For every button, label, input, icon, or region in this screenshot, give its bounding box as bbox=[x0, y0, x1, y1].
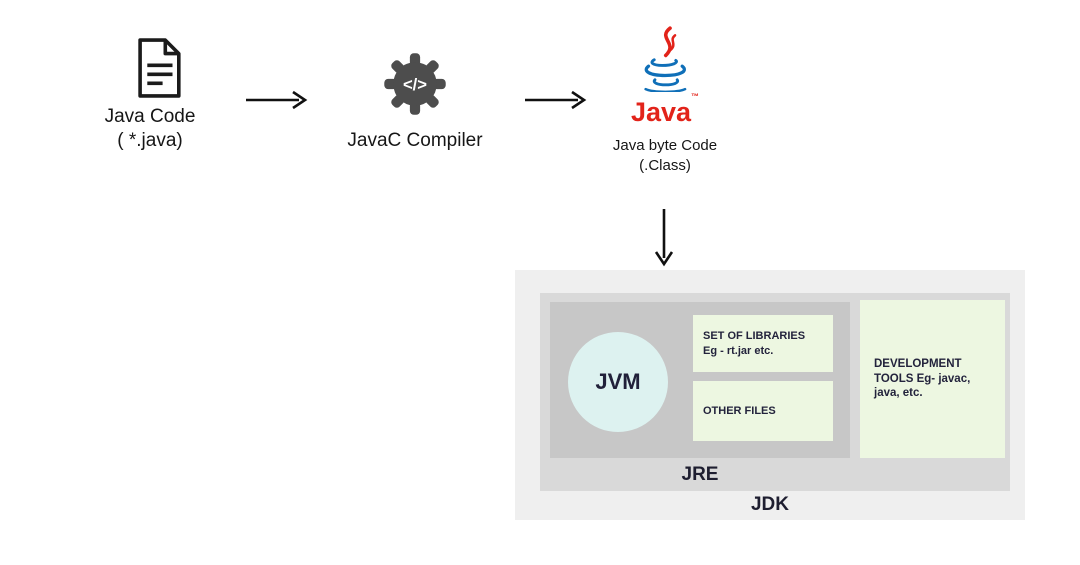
jre-label: JRE bbox=[681, 464, 719, 485]
jvm-circle: JVM bbox=[568, 332, 668, 432]
other-files-label: OTHER FILES bbox=[703, 404, 776, 417]
bytecode-extension: (.Class) bbox=[639, 156, 691, 174]
jvm-panel: JVM SET OF LIBRARIES Eg - rt.jar etc. OT… bbox=[550, 302, 850, 458]
development-tools-label: DEVELOPMENT TOOLS Eg- javac, java, etc. bbox=[874, 357, 971, 400]
document-icon bbox=[132, 36, 186, 105]
compiler-label: JavaC Compiler bbox=[347, 130, 483, 151]
development-tools-box: DEVELOPMENT TOOLS Eg- javac, java, etc. bbox=[860, 300, 1005, 458]
bytecode-node: Java™ Java byte Code (.Class) bbox=[595, 26, 735, 175]
libraries-example: Eg - rt.jar etc. bbox=[703, 344, 774, 357]
trademark-symbol: ™ bbox=[691, 92, 700, 101]
java-logo-icon bbox=[636, 26, 694, 97]
java-code-extension: ( *.java) bbox=[117, 129, 183, 151]
jre-container: JVM SET OF LIBRARIES Eg - rt.jar etc. OT… bbox=[540, 293, 1010, 491]
java-code-node: Java Code ( *.java) bbox=[90, 36, 210, 153]
flow-arrow-right-icon bbox=[243, 88, 311, 117]
code-glyph: </> bbox=[403, 75, 427, 94]
other-files-box: OTHER FILES bbox=[693, 381, 833, 441]
java-logo-wordmark: Java™ bbox=[630, 92, 700, 127]
flow-arrow-right-icon bbox=[522, 88, 590, 117]
libraries-title: SET OF LIBRARIES bbox=[703, 330, 806, 343]
java-code-label: Java Code bbox=[104, 106, 196, 127]
jdk-label: JDK bbox=[750, 494, 789, 515]
jdk-container: JVM SET OF LIBRARIES Eg - rt.jar etc. OT… bbox=[515, 270, 1025, 520]
flow-arrow-down-icon bbox=[651, 206, 677, 275]
libraries-box: SET OF LIBRARIES Eg - rt.jar etc. bbox=[693, 315, 833, 372]
bytecode-label: Java byte Code bbox=[612, 137, 718, 154]
gear-code-icon: </> bbox=[383, 52, 447, 121]
compiler-node: </> JavaC Compiler bbox=[340, 52, 490, 153]
